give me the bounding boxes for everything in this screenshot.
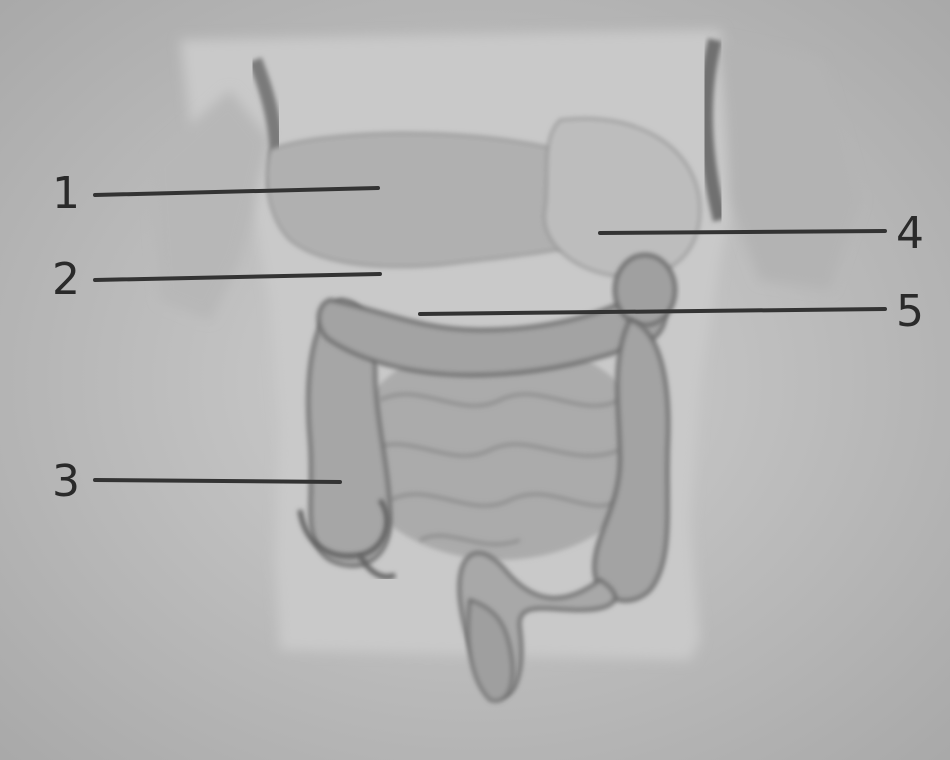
splenic-flexure xyxy=(613,253,677,327)
leader-line-3 xyxy=(93,478,342,484)
appendix xyxy=(357,553,397,580)
small-intestine xyxy=(350,340,650,560)
label-1: 1 xyxy=(52,168,80,219)
chest-fold-left xyxy=(698,38,727,222)
leader-line-4 xyxy=(598,229,887,235)
small-intestine-coils xyxy=(369,392,621,546)
label-2: 2 xyxy=(52,254,80,305)
leader-lines xyxy=(93,186,887,484)
left-arm-shadow xyxy=(720,40,860,290)
leader-line-5 xyxy=(418,307,887,316)
rectum xyxy=(466,597,515,703)
leader-line-2 xyxy=(93,272,382,282)
leader-line-1 xyxy=(93,186,380,197)
label-3: 3 xyxy=(52,456,80,507)
right-arm-shadow xyxy=(150,90,270,320)
descending-colon xyxy=(592,317,671,603)
label-4: 4 xyxy=(896,208,924,259)
label-5: 5 xyxy=(896,286,924,337)
